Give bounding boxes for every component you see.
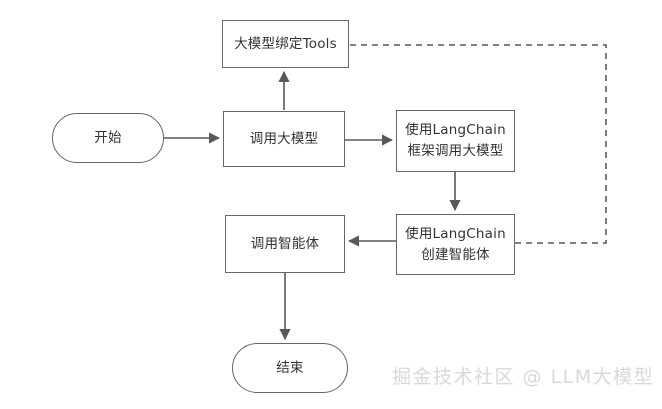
node-langchain-create-agent-label-line-2: 创建智能体 <box>421 246 490 263</box>
node-langchain-create-agent[interactable]: 使用LangChain 创建智能体 <box>396 214 515 275</box>
node-bind-tools-label-line-1: 大模型绑定Tools <box>234 35 337 52</box>
node-langchain-call-llm[interactable]: 使用LangChain 框架调用大模型 <box>396 110 515 172</box>
node-call-llm-label-line-1: 调用大模型 <box>249 130 319 147</box>
node-end-label-line-1: 结束 <box>276 359 304 376</box>
node-call-agent-label-line-1: 调用智能体 <box>250 235 320 252</box>
node-start[interactable]: 开始 <box>52 113 164 163</box>
node-call-llm[interactable]: 调用大模型 <box>223 111 345 167</box>
watermark-text: 掘金技术社区 @ LLM大模型 <box>392 366 655 388</box>
edge-create-agent-to-bind-tools-dashed <box>350 44 607 244</box>
node-langchain-create-agent-label-line-1: 使用LangChain <box>405 225 506 242</box>
node-bind-tools[interactable]: 大模型绑定Tools <box>222 20 349 68</box>
node-start-label-line-1: 开始 <box>94 129 122 146</box>
node-langchain-call-llm-label-line-1: 使用LangChain <box>405 122 506 139</box>
node-langchain-call-llm-label-line-2: 框架调用大模型 <box>407 143 504 159</box>
node-end[interactable]: 结束 <box>232 343 348 393</box>
node-call-agent[interactable]: 调用智能体 <box>225 215 345 273</box>
